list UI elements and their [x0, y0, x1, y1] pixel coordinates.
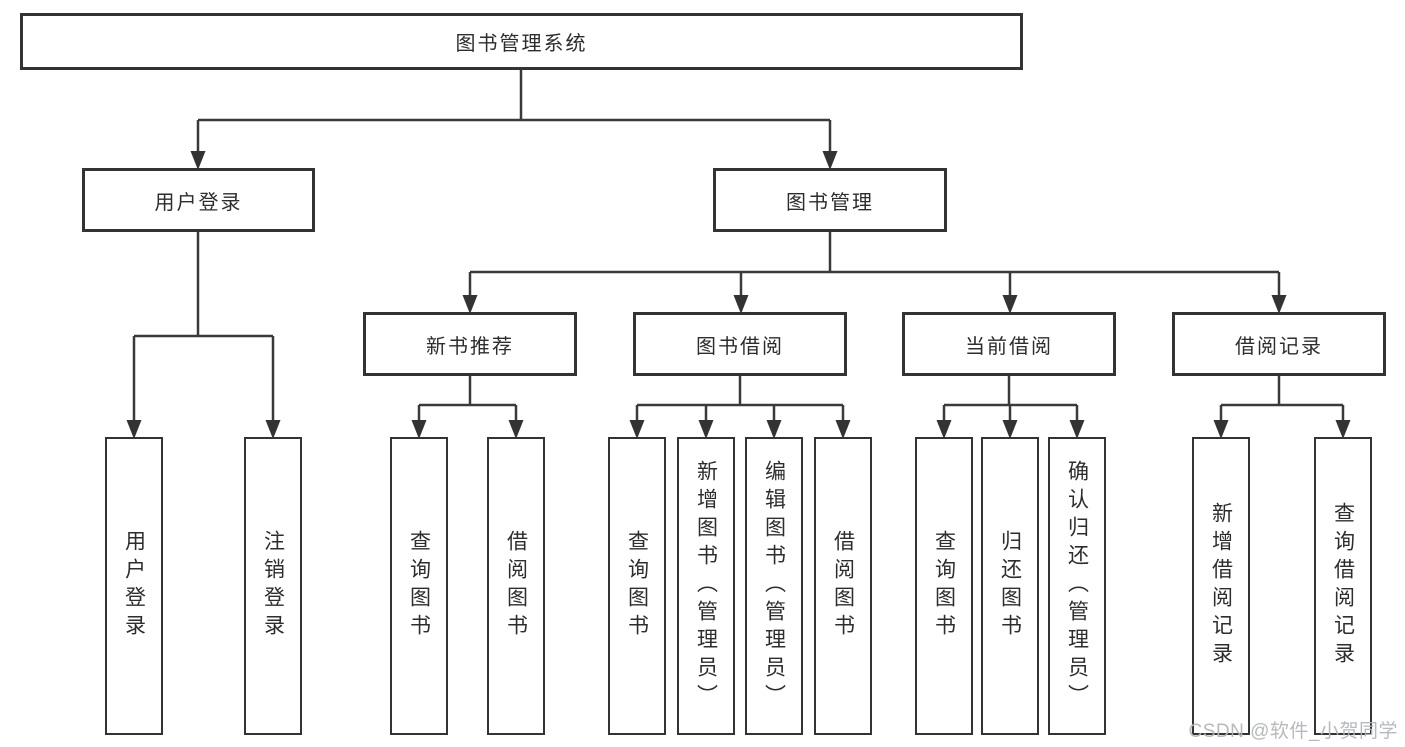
leaf-borrow-books-borrowing: 借阅图书: [814, 437, 872, 735]
node-label: 查询图书: [932, 530, 956, 642]
arrowhead: [936, 420, 952, 439]
arrowhead: [1213, 420, 1229, 439]
node-label: 归还图书: [998, 530, 1022, 642]
leaf-query-books-borrowing: 查询图书: [608, 437, 666, 735]
node-book-borrowing: 图书借阅: [633, 312, 847, 376]
node-new-book-recommendation: 新书推荐: [363, 312, 577, 376]
arrowhead: [822, 151, 838, 170]
node-label: 借阅图书: [831, 530, 855, 642]
node-label: 查询图书: [625, 530, 649, 642]
arrowhead: [1335, 420, 1351, 439]
connector-current-borrowing-to-leaves: [942, 376, 1079, 422]
arrowhead: [411, 420, 427, 439]
leaf-edit-book-admin: 编辑图书（管理员）: [745, 437, 803, 735]
node-label: 新增借阅记录: [1209, 502, 1233, 670]
leaf-return-books: 归还图书: [981, 437, 1039, 735]
connector-book-borrowing-to-leaves: [635, 376, 845, 422]
node-label: 新书推荐: [426, 335, 514, 358]
arrowhead: [1002, 420, 1018, 439]
csdn-watermark: CSDN @软件_小贺同学: [1188, 721, 1398, 742]
leaf-confirm-return-admin: 确认归还（管理员）: [1048, 437, 1106, 735]
node-label: 确认归还（管理员）: [1065, 460, 1089, 712]
arrowhead: [698, 420, 714, 439]
leaf-query-books-current: 查询图书: [915, 437, 973, 735]
leaf-query-borrowing-record: 查询借阅记录: [1314, 437, 1372, 735]
node-label: 借阅图书: [504, 530, 528, 642]
node-label: 新增图书（管理员）: [694, 460, 718, 712]
leaf-user-login: 用户登录: [105, 437, 163, 735]
node-label: 图书借阅: [696, 335, 784, 358]
leaf-query-books-recommend: 查询图书: [390, 437, 448, 735]
connector-new-book-to-leaves: [417, 376, 518, 422]
node-label: 图书管理系统: [455, 33, 588, 55]
arrowhead: [835, 420, 851, 439]
leaf-add-book-admin: 新增图书（管理员）: [677, 437, 735, 735]
node-user-login: 用户登录: [82, 168, 315, 232]
arrowhead: [1002, 295, 1018, 314]
arrowhead: [462, 295, 478, 314]
node-label: 查询借阅记录: [1331, 502, 1355, 670]
connector-root-to-level2: [196, 70, 832, 152]
node-label: 借阅记录: [1235, 335, 1323, 358]
connector-user-login-to-leaves: [132, 232, 275, 421]
connector-borrowing-records-to-leaves: [1219, 376, 1345, 422]
node-book-management: 图书管理: [713, 168, 947, 232]
arrowheads: [126, 151, 1351, 439]
node-root-library-management-system: 图书管理系统: [20, 13, 1023, 70]
arrowhead: [508, 420, 524, 439]
node-label: 用户登录: [122, 530, 146, 642]
node-label: 注销登录: [261, 530, 285, 642]
node-label: 查询图书: [407, 530, 431, 642]
node-borrowing-records: 借阅记录: [1172, 312, 1386, 376]
leaf-borrow-books-recommend: 借阅图书: [487, 437, 545, 735]
arrowhead: [733, 295, 749, 314]
arrowhead: [126, 420, 142, 439]
leaf-logout: 注销登录: [244, 437, 302, 735]
connector-book-management-to-level3: [468, 232, 1281, 297]
arrowhead: [265, 420, 281, 439]
node-label: 编辑图书（管理员）: [762, 460, 786, 712]
arrowhead: [1069, 420, 1085, 439]
arrowhead: [190, 151, 206, 170]
arrowhead: [766, 420, 782, 439]
arrowhead: [1271, 295, 1287, 314]
node-label: 当前借阅: [965, 335, 1053, 358]
node-current-borrowing: 当前借阅: [902, 312, 1116, 376]
node-label: 用户登录: [154, 191, 243, 214]
arrowhead: [629, 420, 645, 439]
leaf-add-borrowing-record: 新增借阅记录: [1192, 437, 1250, 735]
node-label: 图书管理: [786, 191, 874, 214]
